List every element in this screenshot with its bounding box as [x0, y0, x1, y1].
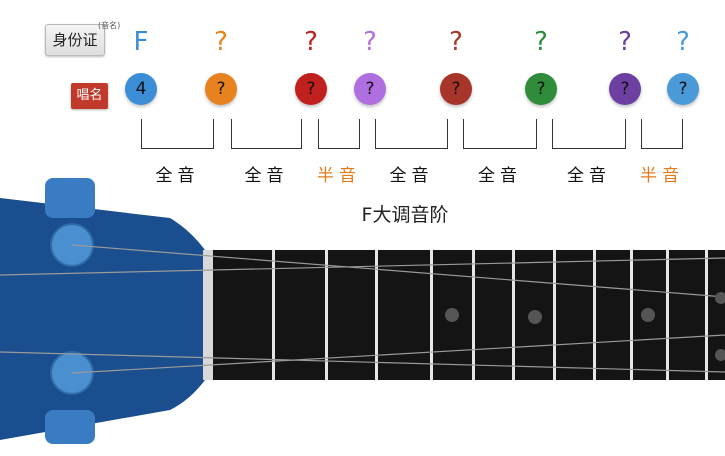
pitch-label: ? [214, 27, 228, 57]
frets [272, 250, 708, 380]
string [0, 351, 725, 373]
pitch-label: ? [618, 27, 632, 57]
interval-bracket [141, 119, 214, 149]
fret-marker [641, 308, 655, 322]
id-superscript: (音名) [98, 21, 121, 30]
interval-label: 全音 [155, 166, 200, 186]
fret-wire [512, 250, 515, 380]
string [71, 334, 725, 374]
note-circle[interactable]: ? [205, 73, 237, 105]
fret-marker [445, 308, 459, 322]
interval-label: 全音 [389, 166, 434, 186]
note-circle[interactable]: ? [667, 73, 699, 105]
fret-marker [715, 349, 725, 361]
interval-label: 半音 [640, 166, 684, 186]
fret-wire [325, 250, 328, 380]
fret-wire [272, 250, 275, 380]
solfege-button[interactable]: 唱名 [71, 83, 108, 109]
headstock-bottom-tab [45, 410, 95, 444]
fret-wire [553, 250, 556, 380]
fret-wire [472, 250, 475, 380]
pitch-label: ? [449, 27, 463, 57]
interval-bracket [375, 119, 448, 149]
interval-bracket [318, 119, 360, 149]
fret-wire [666, 250, 669, 380]
interval-label: 全音 [567, 166, 611, 186]
pitch-label: ? [363, 27, 377, 57]
fret-wire [705, 250, 708, 380]
interval-bracket [641, 119, 683, 149]
fret-wire [630, 250, 633, 380]
note-circle[interactable]: ? [354, 73, 386, 105]
id-button[interactable]: 身份证 [45, 24, 105, 56]
string [71, 244, 725, 298]
fret-wire [375, 250, 378, 380]
fret-marker [528, 310, 542, 324]
interval-bracket [463, 119, 537, 149]
pitch-label: ? [676, 27, 690, 57]
note-circle[interactable]: ? [525, 73, 557, 105]
interval-label: 全音 [244, 166, 289, 186]
note-circle[interactable]: ? [440, 73, 472, 105]
interval-label: 全音 [478, 166, 522, 186]
fret-wire [593, 250, 596, 380]
interval-label: 半音 [317, 166, 361, 186]
nut [203, 250, 213, 380]
pitch-label: F [133, 27, 149, 57]
note-circle[interactable]: ? [295, 73, 327, 105]
pitch-label: ? [534, 27, 548, 57]
string [0, 257, 725, 276]
interval-bracket [231, 119, 302, 149]
pitch-label: ? [304, 27, 318, 57]
fretboard [213, 250, 725, 380]
interval-bracket [552, 119, 626, 149]
scale-title: F大调音阶 [361, 204, 449, 226]
fret-wire [430, 250, 433, 380]
headstock [0, 198, 205, 440]
note-circle[interactable]: ? [609, 73, 641, 105]
note-circle[interactable]: 4 [125, 73, 157, 105]
headstock-top-tab [45, 178, 95, 218]
strings [0, 244, 725, 374]
fret-marker [715, 292, 725, 304]
